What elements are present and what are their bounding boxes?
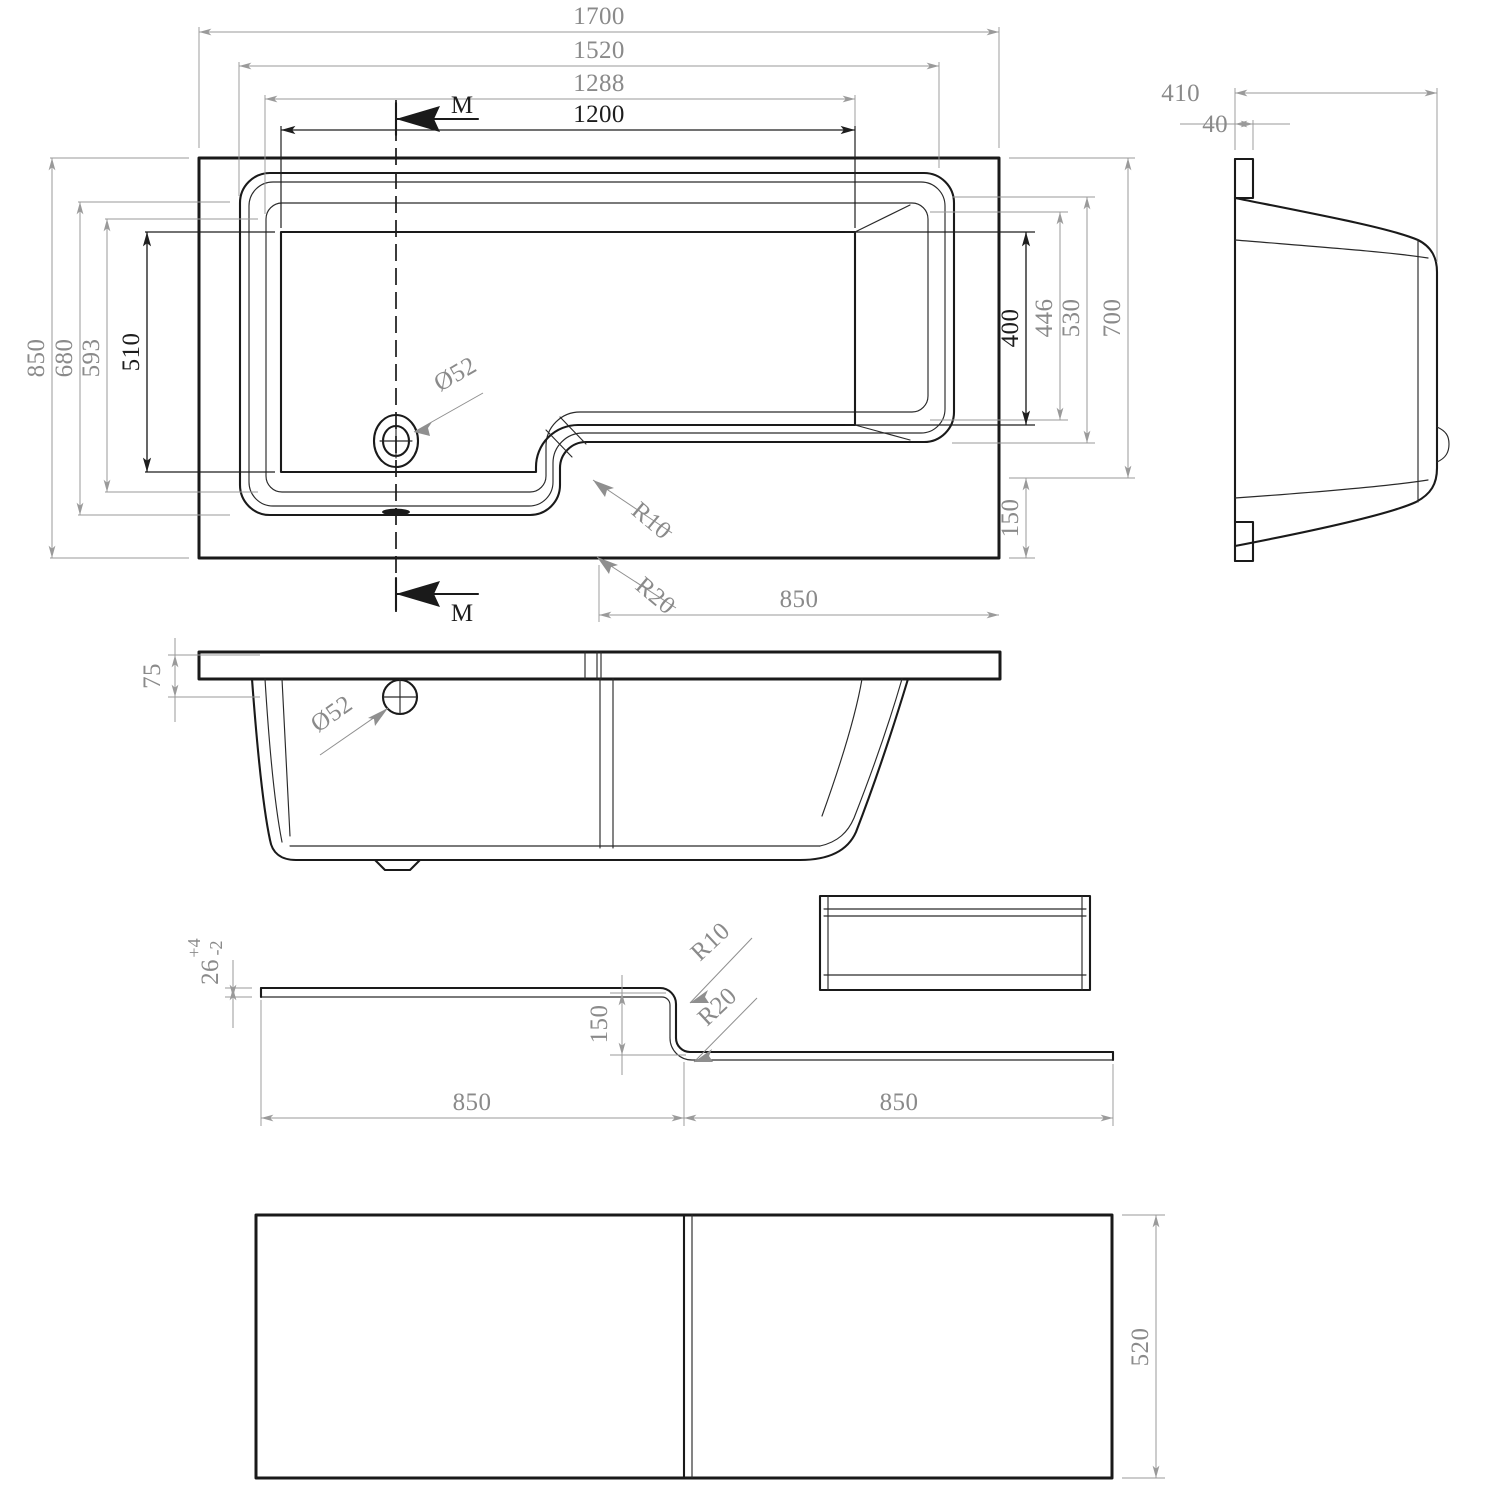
dim-446: 446 [1031,299,1058,338]
side-view-dimensions: 410 40 [1161,80,1438,262]
plan-bath-outline [197,156,1001,560]
plan-bowl-outline [265,202,929,493]
panel-elevation-dimensions: 520 [1122,1214,1165,1479]
label-r20-plan: R20 [630,572,680,620]
dim-530: 530 [1058,299,1085,338]
dim-150-plan: 150 [997,499,1024,538]
label-r10-plan: R10 [626,497,676,545]
front-elevation-view [197,650,1002,872]
dim-1700: 1700 [573,3,625,30]
label-dia-52-front: Ø52 [306,690,358,738]
dim-520: 520 [1127,1328,1154,1367]
section-mark-m-bottom [394,576,480,612]
dim-26-thickness: 26 [197,959,224,985]
plan-left-dimensions: 850 680 593 510 [23,157,275,559]
dim-150-panel: 150 [586,1005,613,1044]
panel-elevation-view [254,1213,1114,1480]
dim-75: 75 [139,663,166,689]
panel-end-detail-view [818,894,1092,992]
dim-850-width: 850 [23,339,50,378]
dim-850-panel-left: 850 [453,1089,492,1116]
drain-hole-front [381,678,419,716]
plan-rim-lip-inner [248,181,946,507]
plan-rim-lip-outer [238,171,956,517]
dim-700: 700 [1099,299,1126,338]
dim-850-plan: 850 [780,586,819,613]
dim-510: 510 [118,333,145,372]
label-r20-panel: R20 [693,982,743,1031]
dim-410: 410 [1161,80,1200,107]
plan-floor-outline [279,204,911,474]
section-label-m-bottom: M [451,600,473,627]
label-dia-52-plan: Ø52 [430,352,482,398]
side-view [1233,157,1450,563]
plan-top-dimensions: 1700 1520 1288 1200 M M [198,3,1000,627]
dim-680: 680 [51,339,78,378]
dim-tol-minus: -2 [206,941,226,956]
label-r10-panel: R10 [686,917,736,966]
panel-profile-view [259,986,1115,1062]
dim-40: 40 [1202,111,1228,138]
plan-view [197,100,1001,612]
plan-right-dimensions: 400 446 530 700 150 [845,157,1135,559]
front-elevation-dimensions: 75 Ø52 [139,638,389,756]
dim-1288: 1288 [573,70,625,97]
dim-400: 400 [997,309,1024,348]
plan-annotations: Ø52 R10 R20 850 [413,352,1000,622]
dim-1200: 1200 [573,101,625,128]
dim-tol-plus: +4 [184,938,204,957]
panel-profile-dimensions: 26 +4 -2 150 R10 R20 850 850 [184,917,1114,1126]
dim-850-panel-right: 850 [880,1089,919,1116]
dim-593: 593 [78,339,105,378]
dim-1520: 1520 [573,37,625,64]
section-label-m-top: M [451,92,473,119]
